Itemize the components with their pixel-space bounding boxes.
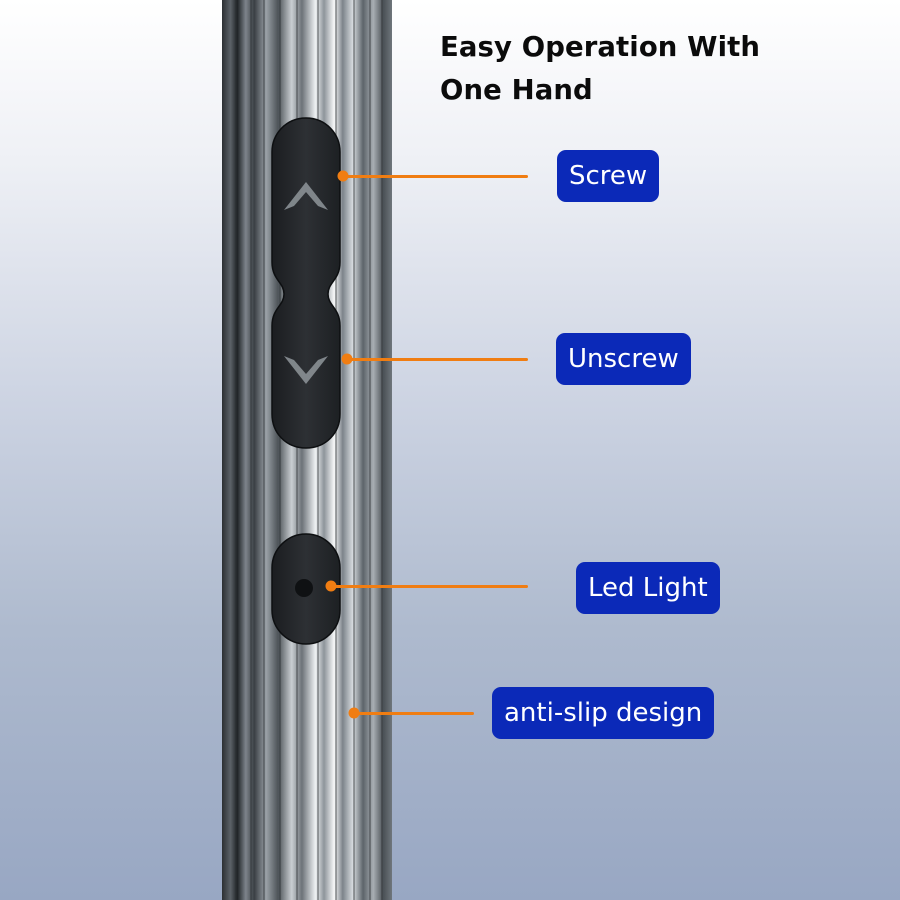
anti-slip-leader-line <box>353 712 474 715</box>
led-dot-icon <box>295 579 313 597</box>
screw-unscrew-rocker[interactable] <box>271 117 341 449</box>
headline: Easy Operation With One Hand <box>440 26 860 112</box>
chevron-down-icon[interactable] <box>284 356 328 384</box>
led-light-leader-line <box>330 585 528 588</box>
chevron-up-icon[interactable] <box>284 182 328 210</box>
led-light-label: Led Light <box>576 562 720 614</box>
screw-label: Screw <box>557 150 660 202</box>
screw-leader-line <box>342 175 528 178</box>
anti-slip-ribs <box>235 0 383 900</box>
led-light-button[interactable] <box>271 533 341 645</box>
headline-line-2: One Hand <box>440 74 593 106</box>
headline-line-1: Easy Operation With <box>440 31 761 63</box>
led-light-leader-dot <box>325 580 337 592</box>
anti-slip-leader-dot <box>348 707 360 719</box>
unscrew-leader-dot <box>341 353 353 365</box>
unscrew-leader-line <box>346 358 528 361</box>
unscrew-label: Unscrew <box>556 333 691 385</box>
device-shaft <box>222 0 392 900</box>
screw-leader-dot <box>337 170 349 182</box>
rocker-body[interactable] <box>271 117 341 449</box>
anti-slip-label: anti-slip design <box>492 687 715 739</box>
